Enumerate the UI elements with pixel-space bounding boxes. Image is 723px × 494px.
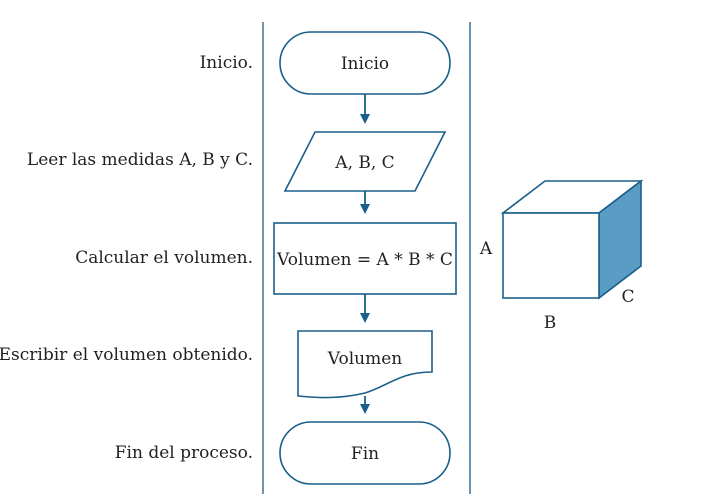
output-document — [297, 330, 433, 399]
cube-label-b: B — [544, 313, 557, 333]
start-terminator-text: Inicio — [341, 54, 389, 74]
process-rectangle — [273, 222, 457, 295]
cube-front-face — [502, 212, 600, 299]
input-parallelogram — [283, 131, 447, 192]
cube-label-c: C — [621, 287, 634, 307]
step-label-start: Inicio. — [199, 53, 253, 73]
end-terminator — [279, 421, 451, 485]
step-label-read: Leer las medidas A, B y C. — [26, 150, 253, 170]
step-label-write: Escribir el volumen obtenido. — [0, 345, 253, 365]
output-document-text: Volumen — [327, 349, 403, 369]
cube-illustration — [500, 179, 644, 300]
cube-label-a: A — [479, 239, 493, 259]
end-terminator-text: Fin — [351, 444, 379, 464]
input-parallelogram-text: A, B, C — [334, 153, 394, 173]
step-label-end: Fin del proceso. — [114, 443, 253, 463]
step-label-calculate: Calcular el volumen. — [75, 248, 253, 268]
process-rectangle-text: Volumen = A * B * C — [276, 250, 453, 270]
